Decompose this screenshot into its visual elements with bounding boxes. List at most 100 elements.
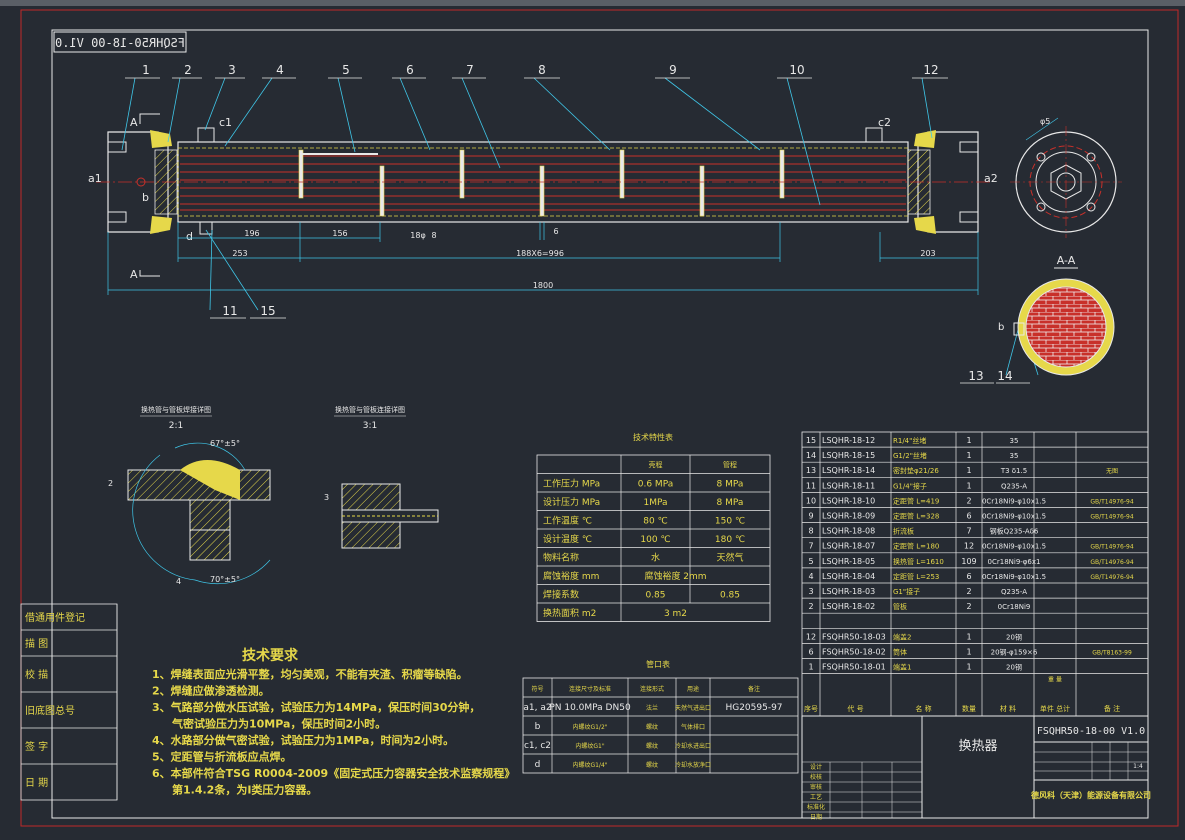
svg-text:3: 3 — [324, 493, 329, 502]
nozzle-cell: 天然气进出口 — [675, 704, 711, 712]
nozzle-cell: 内螺纹G1/2" — [572, 723, 607, 731]
tech-req-line: 5、定距管与折流板应点焊。 — [152, 750, 292, 764]
part-name: 换热器 — [958, 739, 997, 754]
bom-cell: G1/2"丝堵 — [893, 451, 927, 460]
svg-text:203: 203 — [920, 249, 935, 258]
bom-header: 单件 总计 — [1040, 704, 1070, 713]
nozzle-cell: HG20595-97 — [725, 703, 782, 713]
bom-cell: 2 — [808, 602, 813, 611]
bom-cell: 端盖1 — [893, 663, 911, 672]
bom-cell: 9 — [808, 512, 813, 521]
balloon-11: 11 — [222, 304, 237, 318]
bom-cell: 无图 — [1106, 468, 1118, 475]
svg-text:2: 2 — [108, 479, 113, 488]
nozzle-cell: 螺纹 — [646, 761, 658, 769]
bom-cell: 20钢 — [1006, 632, 1022, 641]
tech-row-label: 设计压力 MPa — [543, 496, 600, 508]
svg-text:A: A — [130, 116, 138, 129]
nozzle-cell: c1, c2 — [524, 741, 551, 751]
bom-cell: FSQHR50-18-03 — [822, 632, 886, 641]
detail-tube-joint: 换热管与管板连接详图 3:1 3 — [324, 405, 439, 549]
svg-text:8: 8 — [431, 231, 436, 240]
tech-row-value: 100 ℃ — [640, 535, 670, 545]
title-small-label: 工艺 — [810, 793, 822, 801]
bom-cell: 4 — [808, 572, 813, 581]
bom-cell: 定距管 L=328 — [893, 512, 939, 521]
nozzle-header: 连接形式 — [640, 685, 664, 693]
nozzle-header: 用途 — [687, 685, 699, 693]
tech-row-value: 180 ℃ — [715, 535, 745, 545]
tech-row-label: 腐蚀裕度 mm — [543, 570, 599, 582]
bom-header-sub: 重 量 — [1048, 676, 1062, 684]
balloon-15: 15 — [260, 304, 275, 318]
bom-cell: LSQHR-18-02 — [822, 602, 875, 611]
svg-text:70°±5°: 70°±5° — [210, 575, 240, 584]
bom-cell: 密封垫φ21/26 — [893, 466, 939, 475]
tech-row-value: 0.85 — [645, 591, 665, 601]
bom-header: 序号 — [804, 704, 818, 713]
bom-cell: 定距管 L=180 — [893, 542, 939, 551]
bom-cell: 20钢-φ159×6 — [991, 647, 1038, 656]
nozzle-cell: 螺纹 — [646, 723, 658, 731]
company-name: 德风科（天津）能源设备有限公司 — [1031, 790, 1151, 800]
balloon-14: 14 — [997, 369, 1012, 383]
svg-text:b: b — [142, 191, 149, 204]
bom-cell: 3 — [808, 587, 813, 596]
tech-header: 壳程 — [649, 460, 663, 469]
tech-row-label: 设计温度 ℃ — [543, 533, 592, 545]
svg-text:技术要求: 技术要求 — [242, 647, 299, 664]
tech-row-value: 8 MPa — [717, 498, 744, 508]
svg-text:1:4: 1:4 — [1133, 763, 1143, 770]
outer-frame — [20, 9, 1179, 827]
svg-text:b: b — [998, 322, 1004, 333]
bom-cell: 换热管 L=1610 — [893, 557, 944, 566]
bom-cell: 109 — [961, 557, 976, 566]
bom-cell: 1 — [966, 451, 971, 460]
svg-text:6: 6 — [553, 227, 558, 236]
bom-cell: 1 — [966, 647, 971, 656]
nozzle-header: 备注 — [748, 685, 760, 693]
bom-cell: GB/T8163-99 — [1092, 649, 1132, 656]
svg-text:67°±5°: 67°±5° — [210, 439, 240, 448]
balloon-13: 13 — [968, 369, 983, 383]
svg-text:换热管与管板连接详图: 换热管与管板连接详图 — [335, 405, 405, 414]
bom-cell: 13 — [806, 466, 816, 475]
bom-header: 材 料 — [1000, 704, 1016, 713]
nozzle-cell: 内螺纹G1/4" — [572, 761, 607, 769]
bom-cell: LSQHR-18-04 — [822, 572, 875, 581]
tech-req-line: 4、水路部分做气密试验，试验压力为1MPa，时间为2小时。 — [152, 733, 454, 747]
balloon-underlines — [125, 77, 1030, 384]
bom-cell: 7 — [966, 527, 971, 536]
bom-cell: G1/4"接子 — [893, 481, 927, 490]
svg-text:156: 156 — [332, 229, 347, 238]
main-assembly-view — [96, 127, 992, 235]
tech-row-label: 焊接系数 — [543, 589, 579, 601]
balloon-numbers: 1 2 3 4 5 6 7 8 9 10 12 11 15 13 14 — [142, 63, 1012, 383]
bom-cell: 12 — [964, 542, 974, 551]
bom-cell: 2 — [966, 496, 971, 505]
svg-text:a1: a1 — [88, 172, 102, 185]
svg-text:a2: a2 — [984, 172, 998, 185]
svg-text:18φ: 18φ — [410, 231, 425, 240]
bom-cell: 1 — [966, 436, 971, 445]
bom-cell: LSQHR-18-10 — [822, 496, 875, 505]
bom-cell: 6 — [966, 572, 971, 581]
tech-req-line: 1、焊缝表面应光滑平整，均匀美观，不能有夹渣、积瘤等缺陷。 — [152, 667, 468, 681]
tech-row-value: 水 — [651, 552, 660, 564]
tech-row-label: 工作温度 ℃ — [543, 515, 592, 527]
svg-text:A-A: A-A — [1057, 254, 1076, 267]
bom-cell: FSQHR50-18-02 — [822, 647, 886, 656]
bom-cell: 20钢 — [1006, 663, 1022, 672]
svg-text:2:1: 2:1 — [169, 421, 183, 431]
balloon-8: 8 — [538, 63, 546, 77]
bom-cell: LSQHR-18-11 — [822, 481, 875, 490]
main-view-labels: c1 c2 a1 a2 b d A A — [88, 116, 998, 281]
bom-cell: 钢板Q235-Aδ6 — [990, 527, 1039, 536]
left-strip-label: 日 期 — [25, 777, 48, 789]
bom-cell: 折流板 — [893, 527, 914, 536]
tech-header: 管程 — [723, 460, 737, 469]
